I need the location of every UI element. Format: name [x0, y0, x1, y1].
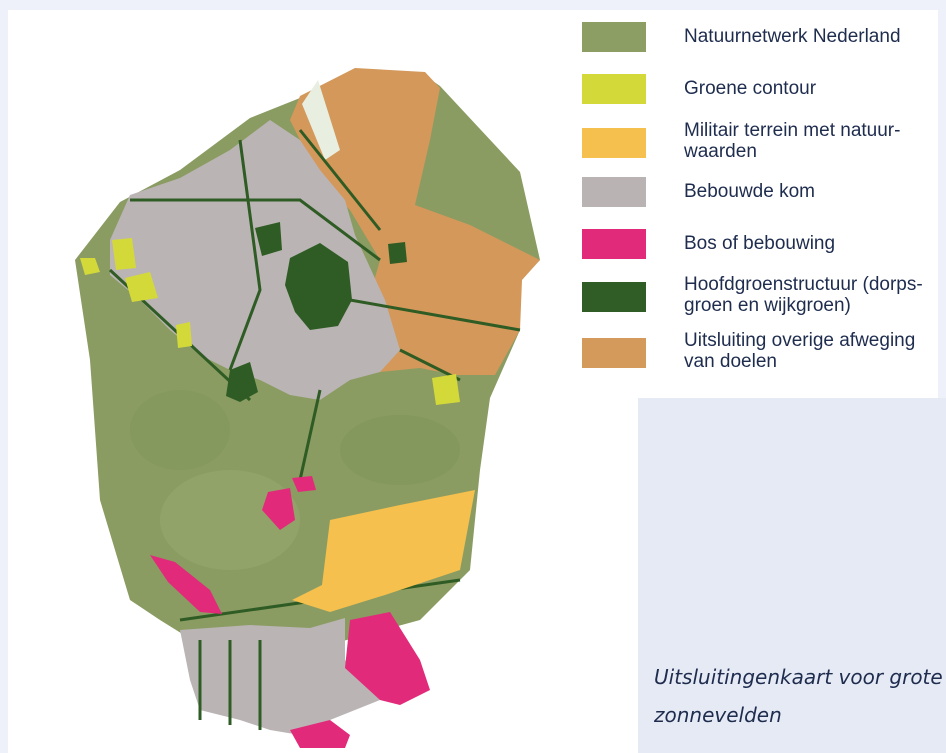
map-caption: Uitsluitingenkaart voor grote zonnevelde…: [654, 665, 943, 727]
legend-label: Uitsluiting overige afweging van doelen: [684, 330, 916, 372]
legend-label: Militair terrein met natuur- waarden: [684, 120, 901, 162]
zone-bos-bebouwing: [292, 476, 316, 492]
zone-hoofdgroenstructuur: [255, 222, 282, 256]
zone-bos-bebouwing: [150, 555, 222, 614]
legend-label: Groene contour: [684, 78, 817, 99]
legend-swatch: [582, 177, 646, 207]
zone-hoofdgroenstructuur: [226, 362, 258, 402]
zone-uitsluiting-overige-light: [302, 80, 340, 160]
legend-swatch: [582, 338, 646, 368]
zone-groene-contour: [80, 258, 100, 275]
legend-swatch: [582, 282, 646, 312]
caption-panel: [638, 398, 946, 753]
zone-groene-contour: [432, 374, 460, 405]
forest-patch: [340, 415, 460, 485]
legend-swatch: [582, 229, 646, 259]
legend-swatch: [582, 22, 646, 52]
legend-label: Natuurnetwerk Nederland: [684, 26, 901, 47]
zone-groene-contour: [176, 322, 192, 348]
legend-swatch: [582, 74, 646, 104]
zone-hoofdgroenstructuur: [285, 243, 352, 330]
zone-bos-bebouwing: [290, 720, 350, 748]
legend-label: Hoofdgroenstructuur (dorps- groen en wij…: [684, 274, 923, 316]
zone-bos-bebouwing: [345, 612, 430, 705]
zone-militair-terrein: [292, 490, 475, 612]
zone-groene-contour: [125, 272, 158, 302]
forest-patch: [130, 390, 230, 470]
zone-bos-bebouwing: [262, 488, 295, 530]
legend-swatch: [582, 128, 646, 158]
forest-patch: [160, 470, 300, 570]
zone-groene-contour: [112, 238, 136, 270]
zone-uitsluiting-overige: [290, 68, 540, 375]
zone-hoofdgroenstructuur: [388, 242, 407, 264]
legend-label: Bebouwde kom: [684, 181, 815, 202]
legend-label: Bos of bebouwing: [684, 233, 836, 254]
